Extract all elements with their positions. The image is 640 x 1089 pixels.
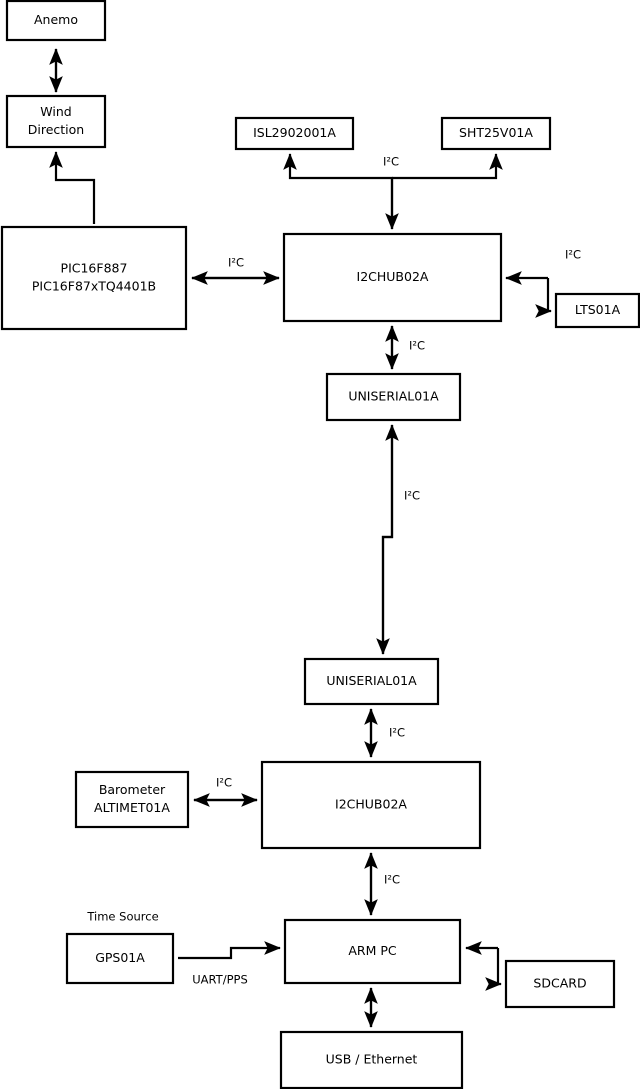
- node-hub_top[interactable]: I2CHUB02A: [282, 232, 503, 323]
- node-sht[interactable]: SHT25V01A: [440, 116, 552, 151]
- node-label-wind: Wind: [40, 104, 71, 119]
- node-label-uniserial_top: UNISERIAL01A: [348, 389, 439, 404]
- node-label-uniserial_bot: UNISERIAL01A: [326, 673, 417, 688]
- node-label-hub_top: I2CHUB02A: [357, 269, 429, 284]
- node-box-hub_bot[interactable]: [260, 760, 482, 850]
- node-label2-wind: Direction: [28, 122, 84, 137]
- lbl-i2c-pic-hub: I²C: [228, 256, 244, 270]
- node-isl[interactable]: ISL2902001A: [234, 116, 355, 151]
- node-box-pic[interactable]: [0, 225, 188, 331]
- lbl-i2c-uni-uni: I²C: [404, 489, 420, 503]
- node-label-usbeth: USB / Ethernet: [326, 1052, 418, 1067]
- edge-hubtop-lts: [535, 278, 552, 318]
- node-label-armpc: ARM PC: [348, 943, 397, 958]
- lbl-uart-pps: UART/PPS: [192, 973, 248, 987]
- node-label-isl: ISL2902001A: [253, 125, 336, 140]
- node-box-uniserial_bot[interactable]: [303, 657, 440, 706]
- node-label-gps: GPS01A: [95, 950, 145, 965]
- node-hub_bot[interactable]: I2CHUB02A: [260, 760, 482, 850]
- node-uniserial_top[interactable]: UNISERIAL01A: [325, 372, 462, 422]
- lbl-time-source: Time Source: [86, 910, 158, 924]
- node-usbeth[interactable]: USB / Ethernet: [279, 1030, 464, 1089]
- edge-sensorbus-sht: [392, 153, 503, 180]
- node-box-usbeth[interactable]: [279, 1030, 464, 1089]
- node-label-hub_bot: I2CHUB02A: [335, 797, 407, 812]
- lbl-i2c-top-bus: I²C: [383, 155, 399, 169]
- node-uniserial_bot[interactable]: UNISERIAL01A: [303, 657, 440, 706]
- edge-hubtop-sensorbus: [283, 153, 394, 229]
- node-label-pic: PIC16F887: [61, 261, 128, 276]
- edge-gps-armpc: [178, 941, 281, 960]
- node-label2-pic: PIC16F87xTQ4401B: [32, 279, 156, 294]
- edge-labels-layer: I²C I²C I²C I²C I²C I²C I²C I²C UART/PPS: [192, 155, 581, 987]
- node-gps[interactable]: GPS01A: [65, 932, 175, 985]
- node-label-lts: LTS01A: [575, 302, 621, 317]
- node-sdcard[interactable]: SDCARD: [504, 959, 616, 1009]
- node-box-barometer[interactable]: [74, 770, 190, 829]
- edges-layer: [49, 48, 552, 1028]
- edge-pic-wind: [49, 151, 96, 224]
- node-label2-barometer: ALTIMET01A: [94, 800, 170, 815]
- node-lts[interactable]: LTS01A: [554, 292, 640, 329]
- edge-unitop-unibot: [376, 425, 394, 655]
- node-label-barometer: Barometer: [99, 782, 166, 797]
- node-box-sdcard[interactable]: [504, 959, 616, 1009]
- node-box-armpc[interactable]: [283, 918, 462, 985]
- lbl-i2c-hub-uni: I²C: [409, 339, 425, 353]
- node-label-sht: SHT25V01A: [459, 125, 533, 140]
- node-box-gps[interactable]: [65, 932, 175, 985]
- lbl-i2c-hub-lts: I²C: [565, 248, 581, 262]
- edge-armpc-sdcard: [485, 948, 502, 991]
- edge-unibot-unitop: [381, 424, 399, 654]
- node-box-wind[interactable]: [5, 94, 107, 149]
- lbl-i2c-hub2-arm: I²C: [384, 873, 400, 887]
- lbl-i2c-baro-hub2: I²C: [216, 776, 232, 790]
- free-labels-layer: Time Source: [86, 910, 158, 924]
- node-box-hub_top[interactable]: [282, 232, 503, 323]
- node-anemo[interactable]: Anemo: [5, 0, 107, 42]
- node-box-sht[interactable]: [440, 116, 552, 151]
- node-armpc[interactable]: ARM PC: [283, 918, 462, 985]
- node-label-anemo: Anemo: [34, 12, 78, 27]
- node-box-lts[interactable]: [554, 292, 640, 329]
- lbl-i2c-uni-hub2: I²C: [389, 726, 405, 740]
- node-box-isl[interactable]: [234, 116, 355, 151]
- node-box-anemo[interactable]: [5, 0, 107, 42]
- node-label-sdcard: SDCARD: [533, 976, 586, 991]
- node-box-uniserial_top[interactable]: [325, 372, 462, 422]
